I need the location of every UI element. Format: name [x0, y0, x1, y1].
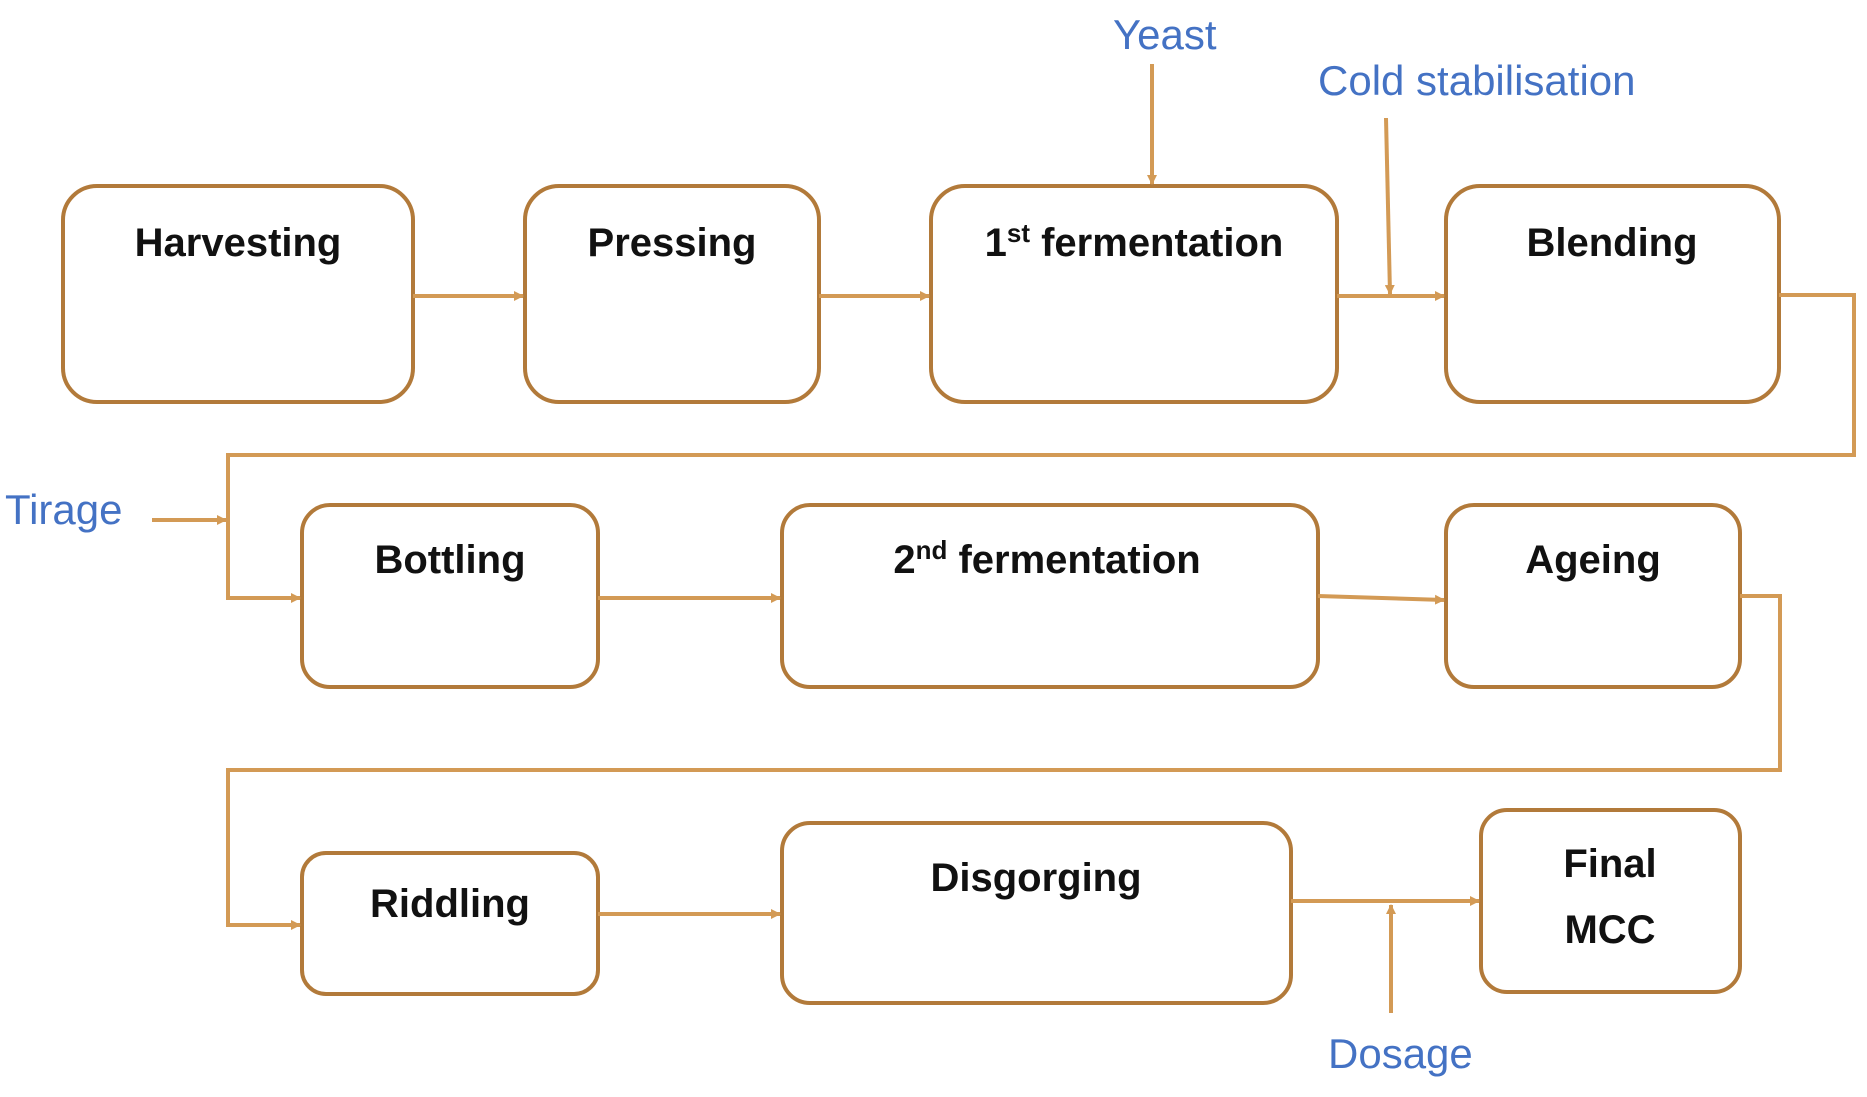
final-mcc-box [1479, 808, 1742, 994]
yeast-label: Yeast [1113, 11, 1217, 58]
fermentation1-box [929, 184, 1339, 404]
fermentation1-text: fermentation [1030, 221, 1283, 265]
fermentation1-superscript: st [1007, 218, 1030, 248]
fermentation1-number: 1 [985, 221, 1007, 265]
disgorging-label: Disgorging [930, 856, 1141, 900]
fermentation2-to-ageing-arrow [1317, 594, 1445, 605]
riddling-box [300, 851, 600, 996]
fermentation2-superscript: nd [916, 535, 948, 565]
harvesting-label: Harvesting [135, 221, 342, 265]
cold-stabilisation-input-arrow [1384, 117, 1395, 295]
fermentation1-label: 1st fermentation [985, 218, 1284, 265]
ageing-to-riddling-connector [226, 594, 1782, 930]
final-label: Final [1563, 842, 1656, 886]
blending-to-bottling-connector [226, 293, 1856, 603]
fermentation2-label: 2nd fermentation [893, 535, 1200, 582]
fermentation2-number: 2 [893, 538, 915, 582]
fermentation2-box [780, 503, 1320, 689]
bottling-label: Bottling [374, 538, 525, 582]
bottling-box [300, 503, 600, 689]
harvesting-box [61, 184, 415, 404]
blending-box [1444, 184, 1781, 404]
fermentation2-text: fermentation [947, 538, 1200, 582]
cold-stabilisation-label: Cold stabilisation [1318, 57, 1636, 104]
ageing-box [1444, 503, 1742, 689]
pressing-label: Pressing [588, 221, 757, 265]
pressing-box [523, 184, 821, 404]
riddling-label: Riddling [370, 882, 530, 926]
disgorging-box [780, 821, 1293, 1005]
tirage-label: Tirage [5, 486, 123, 533]
ageing-label: Ageing [1525, 538, 1661, 582]
blending-label: Blending [1526, 221, 1697, 265]
dosage-label: Dosage [1328, 1030, 1473, 1077]
mcc-label: MCC [1564, 908, 1655, 952]
